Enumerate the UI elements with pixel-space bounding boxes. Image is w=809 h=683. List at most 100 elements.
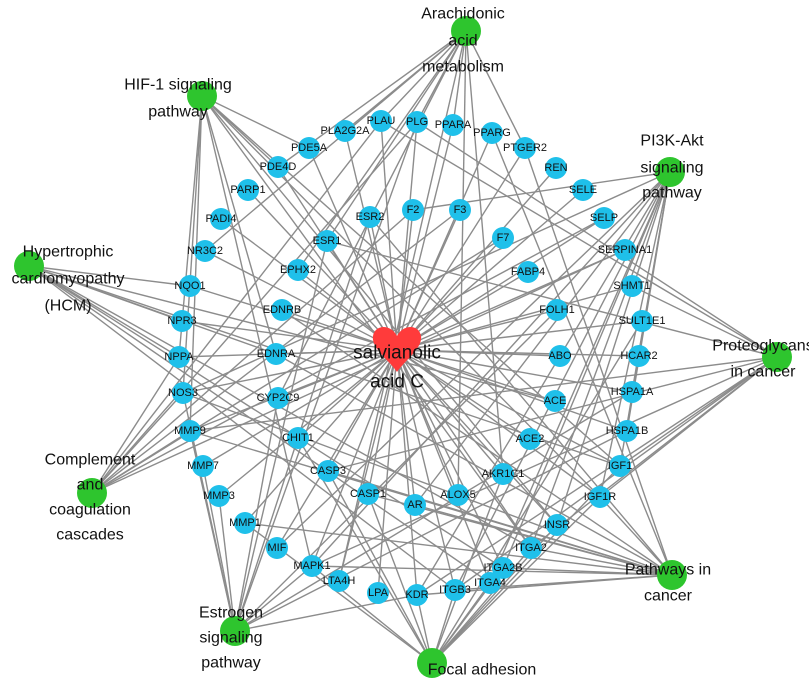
target-node-igf1[interactable] — [609, 455, 631, 477]
target-node-lta4h[interactable] — [328, 570, 350, 592]
pathway-label-comp-0: Complement — [45, 452, 136, 469]
target-node-itga4[interactable] — [479, 572, 501, 594]
pathway-node-ara[interactable] — [451, 16, 481, 46]
target-node-ace2[interactable] — [519, 428, 541, 450]
target-node-insr[interactable] — [546, 514, 568, 536]
target-label-igf1: IGF1 — [608, 460, 632, 472]
target-label-chit1: CHIT1 — [282, 432, 314, 444]
target-node-alox5[interactable] — [447, 484, 469, 506]
pathway-node-hcm[interactable] — [14, 251, 44, 281]
pathway-label-est-1: signaling — [199, 630, 262, 647]
target-node-serpina1[interactable] — [614, 239, 636, 261]
target-node-mmp9[interactable] — [179, 420, 201, 442]
pathway-node-pic[interactable] — [657, 560, 687, 590]
target-node-lpa[interactable] — [367, 582, 389, 604]
target-node-abo[interactable] — [549, 345, 571, 367]
target-node-kdr[interactable] — [406, 584, 428, 606]
edge-est-plg — [234, 121, 418, 632]
target-node-mmp1[interactable] — [234, 512, 256, 534]
edge-center-casp1 — [367, 349, 398, 495]
target-node-nr3c2[interactable] — [194, 240, 216, 262]
target-node-sele[interactable] — [572, 179, 594, 201]
target-label-casp3: CASP3 — [310, 465, 346, 477]
target-node-ace[interactable] — [544, 390, 566, 412]
edge-center-ace2 — [396, 349, 531, 440]
target-node-sult1e1[interactable] — [631, 310, 653, 332]
target-node-nqo1[interactable] — [179, 275, 201, 297]
target-node-itga2[interactable] — [520, 537, 542, 559]
target-node-hspa1b[interactable] — [616, 420, 638, 442]
target-node-esr2[interactable] — [359, 206, 381, 228]
target-node-casp1[interactable] — [357, 483, 379, 505]
target-node-f3[interactable] — [449, 199, 471, 221]
pathway-label-hcm-0: Hypertrophic — [23, 244, 114, 261]
target-node-mmp7[interactable] — [192, 455, 214, 477]
target-node-plau[interactable] — [370, 110, 392, 132]
target-node-mmp3[interactable] — [208, 485, 230, 507]
pathway-label-pic-1: cancer — [644, 588, 693, 605]
target-node-plg[interactable] — [406, 111, 428, 133]
target-label-shmt1: SHMT1 — [613, 280, 650, 292]
target-node-mif[interactable] — [266, 537, 288, 559]
target-node-pde4d[interactable] — [267, 156, 289, 178]
edge-center-mif — [276, 349, 398, 549]
edge-est-kdr — [234, 594, 418, 632]
edge-pi3k-ar — [414, 171, 671, 506]
target-node-ren[interactable] — [545, 157, 567, 179]
pathway-node-hif[interactable] — [187, 81, 217, 111]
target-node-ppara[interactable] — [442, 114, 464, 136]
target-node-mapk1[interactable] — [301, 555, 323, 577]
target-node-nos3[interactable] — [172, 382, 194, 404]
target-node-chit1[interactable] — [287, 427, 309, 449]
target-node-npr3[interactable] — [171, 310, 193, 332]
target-node-itga2b[interactable] — [492, 557, 514, 579]
center-node[interactable] — [372, 327, 422, 372]
target-node-nppa[interactable] — [168, 346, 190, 368]
edge-est-esr1 — [234, 240, 328, 632]
edge-center-parp1 — [247, 189, 398, 351]
pathway-node-comp[interactable] — [77, 478, 107, 508]
edge-comp-f2 — [91, 209, 414, 494]
pathway-node-est[interactable] — [220, 616, 250, 646]
target-label-ptger2: PTGER2 — [503, 142, 547, 154]
target-label-hcar2: HCAR2 — [620, 350, 657, 362]
target-label-ace2: ACE2 — [516, 433, 545, 445]
target-node-hcar2[interactable] — [628, 345, 650, 367]
edge-pic-mmp9 — [189, 430, 673, 576]
edge-pic-igf1r — [599, 496, 673, 576]
target-node-fabp4[interactable] — [517, 261, 539, 283]
target-node-ar[interactable] — [404, 494, 426, 516]
target-node-itgb3[interactable] — [444, 579, 466, 601]
target-node-casp3[interactable] — [317, 460, 339, 482]
target-node-ednra[interactable] — [265, 343, 287, 365]
target-node-selp[interactable] — [593, 207, 615, 229]
target-node-ptger2[interactable] — [514, 137, 536, 159]
target-node-pparg[interactable] — [481, 122, 503, 144]
pathway-label-ara-0: Arachidonic — [421, 6, 505, 23]
pathway-node-prot[interactable] — [762, 342, 792, 372]
edge-center-padi4 — [220, 218, 398, 351]
target-node-esr1[interactable] — [316, 230, 338, 252]
edge-hif-mapk1 — [201, 95, 313, 567]
target-node-ednrb[interactable] — [271, 299, 293, 321]
target-node-hspa1a[interactable] — [621, 381, 643, 403]
pathway-node-focal[interactable] — [417, 648, 447, 678]
target-node-folh1[interactable] — [546, 299, 568, 321]
target-node-pla2g2a[interactable] — [334, 120, 356, 142]
edge-hcm-nqo1 — [28, 265, 191, 287]
target-node-padi4[interactable] — [210, 208, 232, 230]
target-node-f2[interactable] — [402, 199, 424, 221]
target-node-shmt1[interactable] — [621, 275, 643, 297]
edge-comp-nppa — [91, 356, 180, 494]
target-node-ephx2[interactable] — [287, 259, 309, 281]
target-node-igf1r[interactable] — [589, 486, 611, 508]
target-node-parp1[interactable] — [237, 179, 259, 201]
target-node-f7[interactable] — [492, 227, 514, 249]
pathway-node-pi3k[interactable] — [655, 157, 685, 187]
target-node-cyp2c9[interactable] — [267, 387, 289, 409]
edge-center-ednra — [275, 349, 398, 355]
edge-prot-shmt1 — [631, 285, 778, 358]
edge-hif-insr — [201, 95, 558, 526]
target-node-akr1c1[interactable] — [492, 463, 514, 485]
target-node-pde5a[interactable] — [298, 137, 320, 159]
